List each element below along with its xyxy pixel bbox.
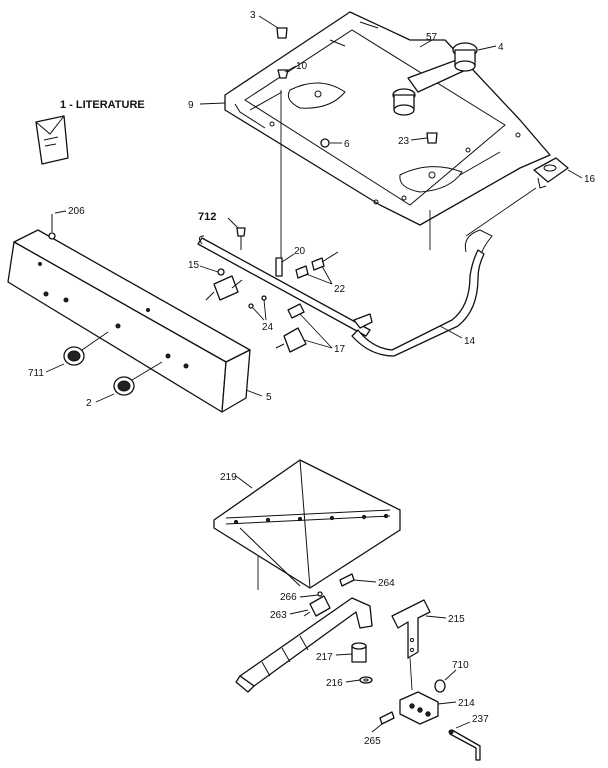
manifold-pipe [197, 235, 373, 337]
callout-3: 3 [250, 10, 256, 21]
screw-266 [317, 591, 323, 597]
callout-214: 214 [458, 698, 475, 709]
callout-17: 17 [334, 344, 346, 355]
valve-17 [275, 303, 307, 353]
callout-215: 215 [448, 614, 465, 625]
callout-206: 206 [68, 206, 85, 217]
screw-264 [339, 573, 355, 587]
callout-264: 264 [378, 578, 395, 589]
burner-box [224, 11, 551, 226]
spacer-217 [351, 642, 367, 663]
callout-711: 711 [28, 368, 44, 379]
callout-2: 2 [86, 398, 92, 409]
callout-237: 237 [472, 714, 489, 725]
literature-label: 1 - LITERATURE [60, 99, 145, 111]
valve-block-214 [399, 691, 439, 725]
screw-3 [276, 27, 288, 39]
callout-15: 15 [188, 260, 200, 271]
callout-24: 24 [262, 322, 274, 333]
clamp-22 [295, 251, 339, 279]
gas-line-237 [448, 729, 481, 761]
screw-6 [320, 138, 330, 148]
callout-4: 4 [498, 42, 504, 53]
callout-6: 6 [344, 139, 350, 150]
callout-710: 710 [452, 660, 469, 671]
callout-712: 712 [198, 211, 216, 223]
callout-57: 57 [426, 32, 438, 43]
screw-23 [426, 132, 438, 144]
thermostat-263 [303, 595, 331, 617]
callout-23: 23 [398, 136, 410, 147]
callout-14: 14 [464, 336, 476, 347]
gas-tube-14 [351, 229, 493, 357]
bolt-206 [48, 214, 56, 240]
orifice-20 [275, 257, 283, 277]
callout-10: 10 [296, 61, 308, 72]
bracket-215 [391, 599, 431, 659]
callout-219: 219 [220, 472, 237, 483]
callout-216: 216 [326, 678, 343, 689]
screw-24 [248, 295, 267, 309]
callout-217: 217 [316, 652, 333, 663]
burner-valve-assembly [392, 42, 478, 116]
oven-burner-tube [235, 597, 373, 693]
knob-711 [63, 346, 85, 366]
cap-710 [434, 679, 446, 693]
valve-15 [205, 268, 243, 301]
callout-266: 266 [280, 592, 297, 603]
callout-265: 265 [364, 736, 381, 747]
screw-712 [236, 227, 246, 250]
burner-baffle-219 [213, 459, 401, 589]
washer-216 [359, 676, 373, 684]
callout-5: 5 [266, 392, 272, 403]
callout-20: 20 [294, 246, 306, 257]
callout-16: 16 [584, 174, 596, 185]
control-panel [7, 229, 251, 413]
screw-265 [379, 711, 395, 725]
callout-263: 263 [270, 610, 287, 621]
callout-9: 9 [188, 100, 194, 111]
literature-booklet [35, 115, 69, 165]
callout-22: 22 [334, 284, 346, 295]
knob-2 [113, 376, 135, 396]
burner-16 [533, 157, 569, 189]
